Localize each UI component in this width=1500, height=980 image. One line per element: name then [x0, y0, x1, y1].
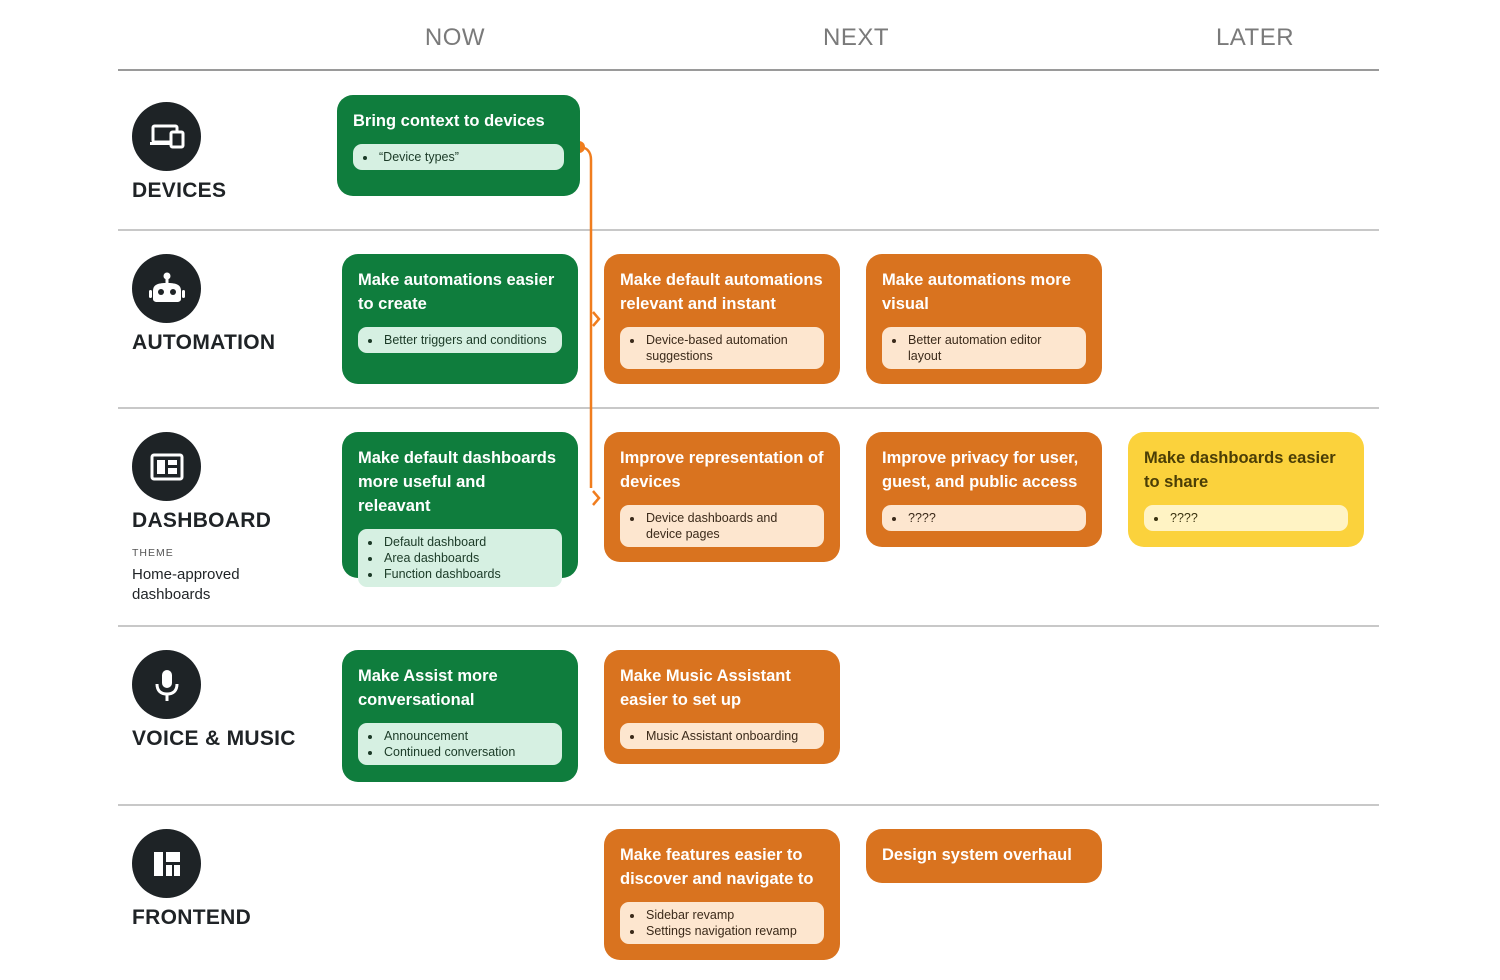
card-item: Device-based automation suggestions: [644, 332, 814, 364]
card-item: Continued conversation: [382, 744, 552, 760]
card-item: Default dashboard: [382, 534, 552, 550]
card-music-assistant-setup[interactable]: Make Music Assistant easier to set up Mu…: [604, 650, 840, 764]
card-items: Announcement Continued conversation: [358, 723, 562, 765]
card-assist-more-conversational[interactable]: Make Assist more conversational Announce…: [342, 650, 578, 782]
card-item: “Device types”: [377, 149, 554, 165]
card-item: Music Assistant onboarding: [644, 728, 814, 744]
card-automations-more-visual[interactable]: Make automations more visual Better auto…: [866, 254, 1102, 384]
card-item: Device dashboards and device pages: [644, 510, 814, 542]
column-header-later: LATER: [1215, 24, 1295, 51]
card-design-system-overhaul[interactable]: Design system overhaul: [866, 829, 1102, 883]
dashboard-icon: [132, 432, 201, 501]
theme-label: THEME: [132, 547, 174, 559]
microphone-icon: [132, 650, 201, 719]
row-divider: [118, 625, 1379, 627]
card-item: Function dashboards: [382, 566, 552, 582]
connector-arrow: [592, 311, 601, 327]
card-title: Make default dashboards more useful and …: [358, 449, 557, 515]
card-automations-easier-to-create[interactable]: Make automations easier to create Better…: [342, 254, 578, 384]
category-label: DASHBOARD: [132, 509, 272, 532]
layout-icon: [132, 829, 201, 898]
card-items: ????: [1144, 505, 1348, 531]
card-title: Make dashboards easier to share: [1144, 449, 1336, 491]
card-items: Music Assistant onboarding: [620, 723, 824, 749]
category-label: VOICE & MUSIC: [132, 727, 296, 750]
card-items: ????: [882, 505, 1086, 531]
card-bring-context-to-devices[interactable]: Bring context to devices “Device types”: [337, 95, 580, 196]
theme-value: Home-approved dashboards: [132, 566, 240, 603]
card-items: “Device types”: [353, 144, 564, 170]
card-item: Better automation editor layout: [906, 332, 1076, 364]
category-devices: DEVICES: [132, 102, 226, 203]
card-item: Settings navigation revamp: [644, 923, 814, 939]
card-title: Make Music Assistant easier to set up: [620, 667, 791, 709]
row-divider: [118, 407, 1379, 409]
card-items: Device-based automation suggestions: [620, 327, 824, 369]
category-label: AUTOMATION: [132, 331, 276, 354]
card-item: Sidebar revamp: [644, 907, 814, 923]
card-items: Device dashboards and device pages: [620, 505, 824, 547]
card-items: Sidebar revamp Settings navigation revam…: [620, 902, 824, 944]
card-default-automations[interactable]: Make default automations relevant and in…: [604, 254, 840, 384]
card-item: ????: [906, 510, 1076, 526]
devices-icon: [132, 102, 201, 171]
card-title: Improve representation of devices: [620, 449, 824, 491]
card-title: Improve privacy for user, guest, and pub…: [882, 449, 1079, 491]
connector-arrow: [592, 490, 601, 506]
column-header-now: NOW: [424, 24, 486, 51]
row-divider: [118, 804, 1379, 806]
card-item: Announcement: [382, 728, 552, 744]
card-title: Make features easier to discover and nav…: [620, 846, 814, 888]
column-header-next: NEXT: [822, 24, 889, 51]
category-label: DEVICES: [132, 179, 227, 202]
card-title: Bring context to devices: [353, 112, 545, 130]
card-improve-privacy[interactable]: Improve privacy for user, guest, and pub…: [866, 432, 1102, 547]
robot-icon: [132, 254, 201, 323]
card-items: Better triggers and conditions: [358, 327, 562, 353]
card-title: Make Assist more conversational: [358, 667, 498, 709]
category-frontend: FRONTEND: [132, 829, 251, 930]
card-title: Make automations easier to create: [358, 271, 555, 313]
card-default-dashboards[interactable]: Make default dashboards more useful and …: [342, 432, 578, 587]
card-item: ????: [1168, 510, 1338, 526]
card-item: Area dashboards: [382, 550, 552, 566]
category-label: FRONTEND: [132, 906, 252, 929]
card-features-easier-to-discover[interactable]: Make features easier to discover and nav…: [604, 829, 840, 960]
card-items: Default dashboard Area dashboards Functi…: [358, 529, 562, 587]
card-title: Make automations more visual: [882, 271, 1071, 313]
card-title: Design system overhaul: [882, 846, 1072, 864]
row-divider: [118, 229, 1379, 231]
card-representation-of-devices[interactable]: Improve representation of devices Device…: [604, 432, 840, 562]
card-title: Make default automations relevant and in…: [620, 271, 823, 313]
card-item: Better triggers and conditions: [382, 332, 552, 348]
category-dashboard: DASHBOARD THEME Home-approved dashboards: [132, 432, 272, 605]
header-divider: [118, 69, 1379, 71]
category-voice-music: VOICE & MUSIC: [132, 650, 296, 751]
category-automation: AUTOMATION: [132, 254, 275, 355]
card-dashboards-easier-to-share[interactable]: Make dashboards easier to share ????: [1128, 432, 1364, 547]
card-items: Better automation editor layout: [882, 327, 1086, 369]
